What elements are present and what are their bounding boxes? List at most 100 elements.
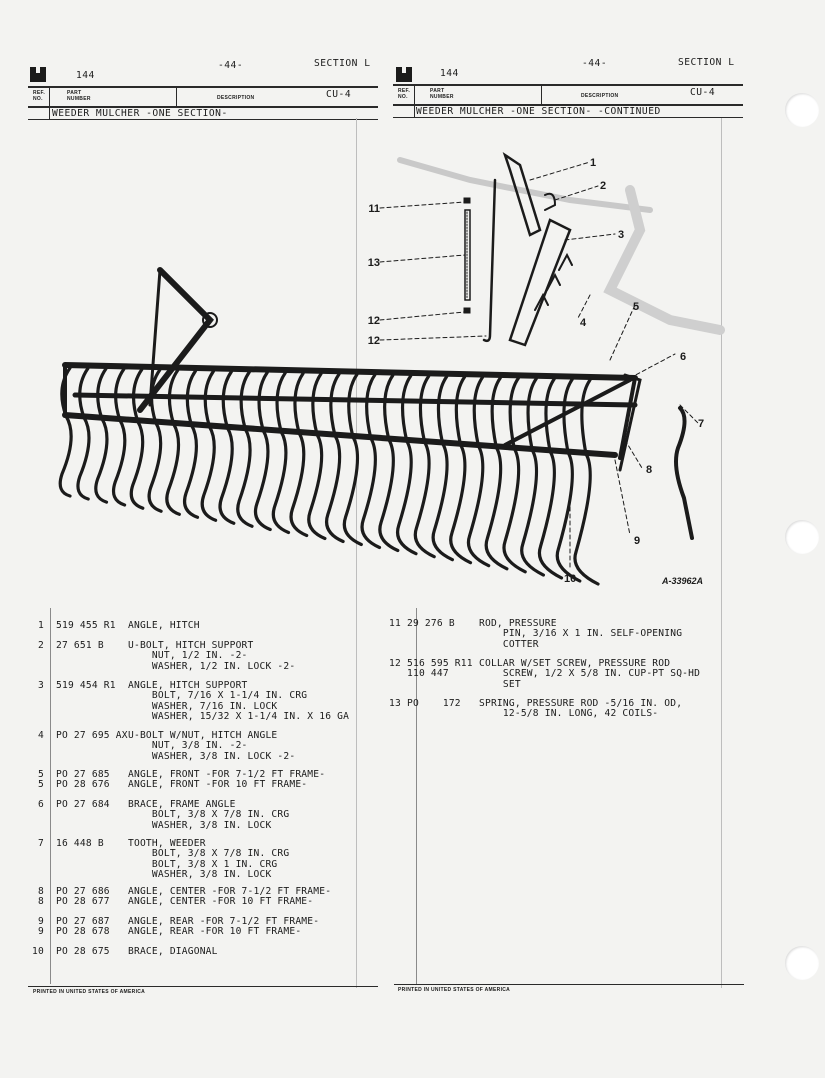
weeder-tooth <box>342 373 363 547</box>
part-ref: 5 5 <box>38 769 44 791</box>
col-desc-header: DESCRIPTION <box>581 93 619 99</box>
part-ref: 13 <box>389 698 401 709</box>
weeder-tooth <box>396 374 418 556</box>
section-title-left: WEEDER MULCHER -ONE SECTION- <box>52 108 228 119</box>
weeder-tooth <box>147 368 163 513</box>
part-tooth <box>674 406 694 540</box>
part-part: PO 27 686 PO 28 677 <box>56 886 110 908</box>
callout-11: 12 <box>368 335 380 347</box>
center-fold <box>356 118 357 988</box>
part-collar-top <box>463 197 471 204</box>
section-title-right: WEEDER MULCHER -ONE SECTION- -CONTINUED <box>416 106 661 117</box>
weeder-tooth <box>502 376 527 574</box>
frame-center-angle <box>72 392 638 408</box>
part-pressure-rod <box>482 178 497 343</box>
ih-logo-icon <box>396 67 412 82</box>
weeder-tooth <box>413 374 436 559</box>
weeder-tooth <box>253 371 272 532</box>
col-desc-header: DESCRIPTION <box>217 95 255 101</box>
weeder-tooth <box>325 372 345 544</box>
weeder-tooth <box>236 370 254 528</box>
part-desc: ANGLE, HITCH <box>128 620 200 631</box>
part-ref: 2 <box>38 640 44 651</box>
frame-front-angle <box>62 362 638 381</box>
part-desc: ROD, PRESSURE PIN, 3/16 X 1 IN. SELF-OPE… <box>479 618 683 650</box>
part-part: 16 448 B <box>56 838 104 849</box>
hitch-angle <box>137 267 214 413</box>
callout-10: 10 <box>564 573 576 585</box>
header-code: 144 <box>76 70 95 81</box>
weeder-tooth <box>520 377 545 577</box>
divider <box>393 117 743 118</box>
punch-hole <box>785 946 819 980</box>
divider <box>393 104 743 106</box>
ghost-hitch <box>397 157 653 213</box>
column-line <box>541 84 542 104</box>
callout-12b: 12 <box>368 315 380 327</box>
weeder-tooth <box>218 370 236 525</box>
weeder-tooth <box>129 368 145 510</box>
weeder-tooth <box>94 367 109 504</box>
diagonal-brace <box>503 378 632 447</box>
callout-7: 7 <box>698 418 704 430</box>
divider <box>28 86 378 88</box>
weeder-tooth <box>466 375 491 568</box>
cu-code: CU-4 <box>326 89 352 100</box>
frame-end-right <box>618 376 637 460</box>
part-part: PO 172 <box>407 698 461 709</box>
part-part: 29 276 B <box>407 618 455 629</box>
weeder-tooth <box>58 366 73 498</box>
callout-2: 2 <box>600 180 606 192</box>
weeder-tooth <box>200 369 218 522</box>
punch-hole <box>785 93 819 127</box>
part-u-bolts-hitch <box>534 252 573 311</box>
weeder-tooth <box>271 371 291 535</box>
part-ref: 9 9 <box>38 916 44 938</box>
part-part: PO 27 687 PO 28 678 <box>56 916 110 938</box>
callout-4: 4 <box>580 317 587 329</box>
punch-hole <box>785 520 819 554</box>
part-ref: 7 <box>38 838 44 849</box>
footer-printed-right: PRINTED IN UNITED STATES OF AMERICA <box>398 987 511 993</box>
part-desc: BRACE, DIAGONAL <box>128 946 218 957</box>
part-desc: ANGLE, CENTER -FOR 7-1/2 FT FRAME- ANGLE… <box>128 886 332 908</box>
part-ref: 8 8 <box>38 886 44 908</box>
callout-6: 6 <box>680 351 686 363</box>
weeder-tooth <box>307 372 327 541</box>
part-part: 516 595 R11 110 447 <box>407 658 473 680</box>
footer-rule <box>394 984 744 985</box>
weeder-tooth <box>360 373 382 550</box>
part-desc: ANGLE, REAR -FOR 7-1/2 FT FRAME- ANGLE, … <box>128 916 320 938</box>
column-line <box>49 86 50 120</box>
part-part: 27 651 B <box>56 640 104 651</box>
part-desc: SPRING, PRESSURE ROD -5/16 IN. OD, 12-5/… <box>479 698 683 720</box>
weeder-tooth <box>484 376 509 571</box>
figure-label: A-33962A <box>662 576 704 586</box>
callout-13: 13 <box>368 257 380 269</box>
part-ref: 6 <box>38 799 44 810</box>
column-line <box>414 84 415 118</box>
ih-logo-icon <box>30 67 46 82</box>
callout-3: 3 <box>618 229 624 241</box>
part-ref: 10 <box>32 946 44 957</box>
page-number: -44- <box>582 58 608 69</box>
part-ref: 11 <box>389 618 401 629</box>
part-part: PO 28 675 <box>56 946 110 957</box>
part-desc: BRACE, FRAME ANGLE BOLT, 3/8 X 7/8 IN. C… <box>128 799 290 831</box>
part-hitch-support <box>508 218 572 347</box>
weeder-tooth <box>76 366 91 501</box>
callout-1: 1 <box>590 157 596 169</box>
section-label: SECTION L <box>314 58 371 69</box>
weeder-tooth <box>378 373 400 553</box>
weeder-tooth <box>182 369 200 519</box>
col-part-header: PART NUMBER <box>430 88 454 100</box>
weeder-tooth <box>537 377 564 580</box>
part-collar-bottom <box>463 307 471 314</box>
hitch-support <box>148 268 162 407</box>
divider <box>393 84 743 86</box>
part-u-bolt <box>544 192 557 211</box>
part-ref: 1 <box>38 620 44 631</box>
part-frame-angle-brace <box>618 373 642 472</box>
footer-rule <box>28 986 378 987</box>
part-desc: U-BOLT W/NUT, HITCH ANGLE NUT, 3/8 IN. -… <box>128 730 296 762</box>
